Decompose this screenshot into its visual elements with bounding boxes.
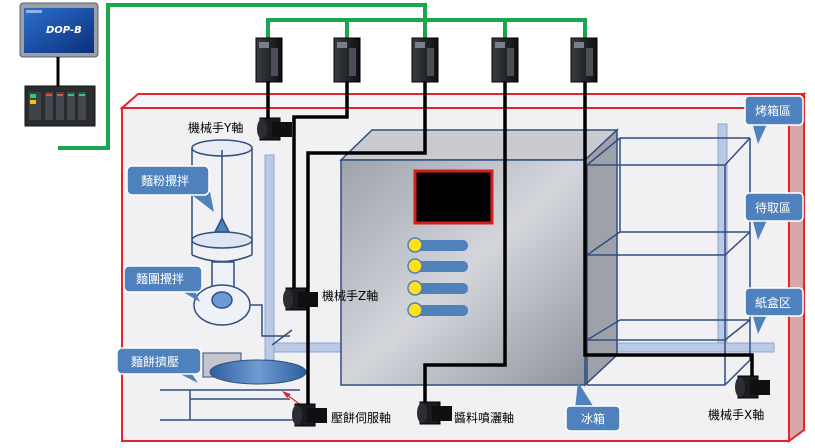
servo-motor-icon [417, 401, 452, 425]
callout-box-zone: 紙盒区 [744, 287, 804, 334]
callout-dough-mix: 麵團攪拌 [123, 265, 203, 302]
label-sauce-spray: 醬料噴灑軸 [454, 410, 514, 425]
svg-text:烤箱區: 烤箱區 [755, 103, 791, 118]
indicator-light [407, 258, 423, 274]
control-screen [413, 169, 494, 225]
servo-motor-icon [735, 375, 770, 399]
servo-drive-icon [333, 37, 361, 83]
servo-cables [266, 82, 754, 410]
dough-press [160, 352, 307, 421]
callout-dough-press: 麵餅擠壓 [116, 347, 202, 383]
svg-text:麵團攪拌: 麵團攪拌 [136, 271, 184, 286]
callout-fridge: 冰箱 [565, 382, 621, 432]
control-buttons [407, 237, 468, 318]
svg-text:麵餅擠壓: 麵餅擠壓 [131, 354, 179, 369]
servo-motor-icon [283, 287, 318, 311]
dough-mixer [193, 261, 293, 346]
label-robot-x: 機械手X軸 [708, 407, 764, 422]
shelving-unit [586, 137, 751, 386]
label-robot-z: 機械手Z軸 [322, 288, 378, 303]
indicator-light [407, 302, 423, 318]
servo-drive-icon [411, 37, 439, 83]
hmi-brand-text: DOP-B [46, 25, 82, 36]
servo-motor-icon [257, 117, 292, 141]
servo-drive-icon [570, 37, 598, 83]
communication-cable [58, 3, 587, 150]
callout-pickup-zone: 待取區 [744, 192, 804, 240]
indicator-light [407, 280, 423, 296]
servo-drive-icon [255, 37, 283, 83]
label-press-servo: 壓餅伺服軸 [331, 410, 391, 425]
servo-drive-icon [491, 37, 519, 83]
svg-text:待取區: 待取區 [755, 201, 791, 215]
flour-mixer [191, 139, 253, 263]
svg-text:麵粉攪拌: 麵粉攪拌 [141, 173, 189, 188]
svg-text:冰箱: 冰箱 [581, 411, 605, 426]
indicator-light [407, 237, 423, 253]
refrigerator [339, 128, 619, 387]
callout-oven-zone: 烤箱區 [744, 95, 804, 144]
svg-text:紙盒区: 紙盒区 [755, 295, 791, 310]
plc-icon [24, 85, 96, 127]
servo-motor-icon [292, 403, 327, 427]
callout-flour-mix: 麵粉攪拌 [126, 165, 214, 212]
hmi-touchscreen-icon: DOP-B [19, 2, 99, 58]
label-robot-y: 機械手Y軸 [188, 120, 243, 135]
